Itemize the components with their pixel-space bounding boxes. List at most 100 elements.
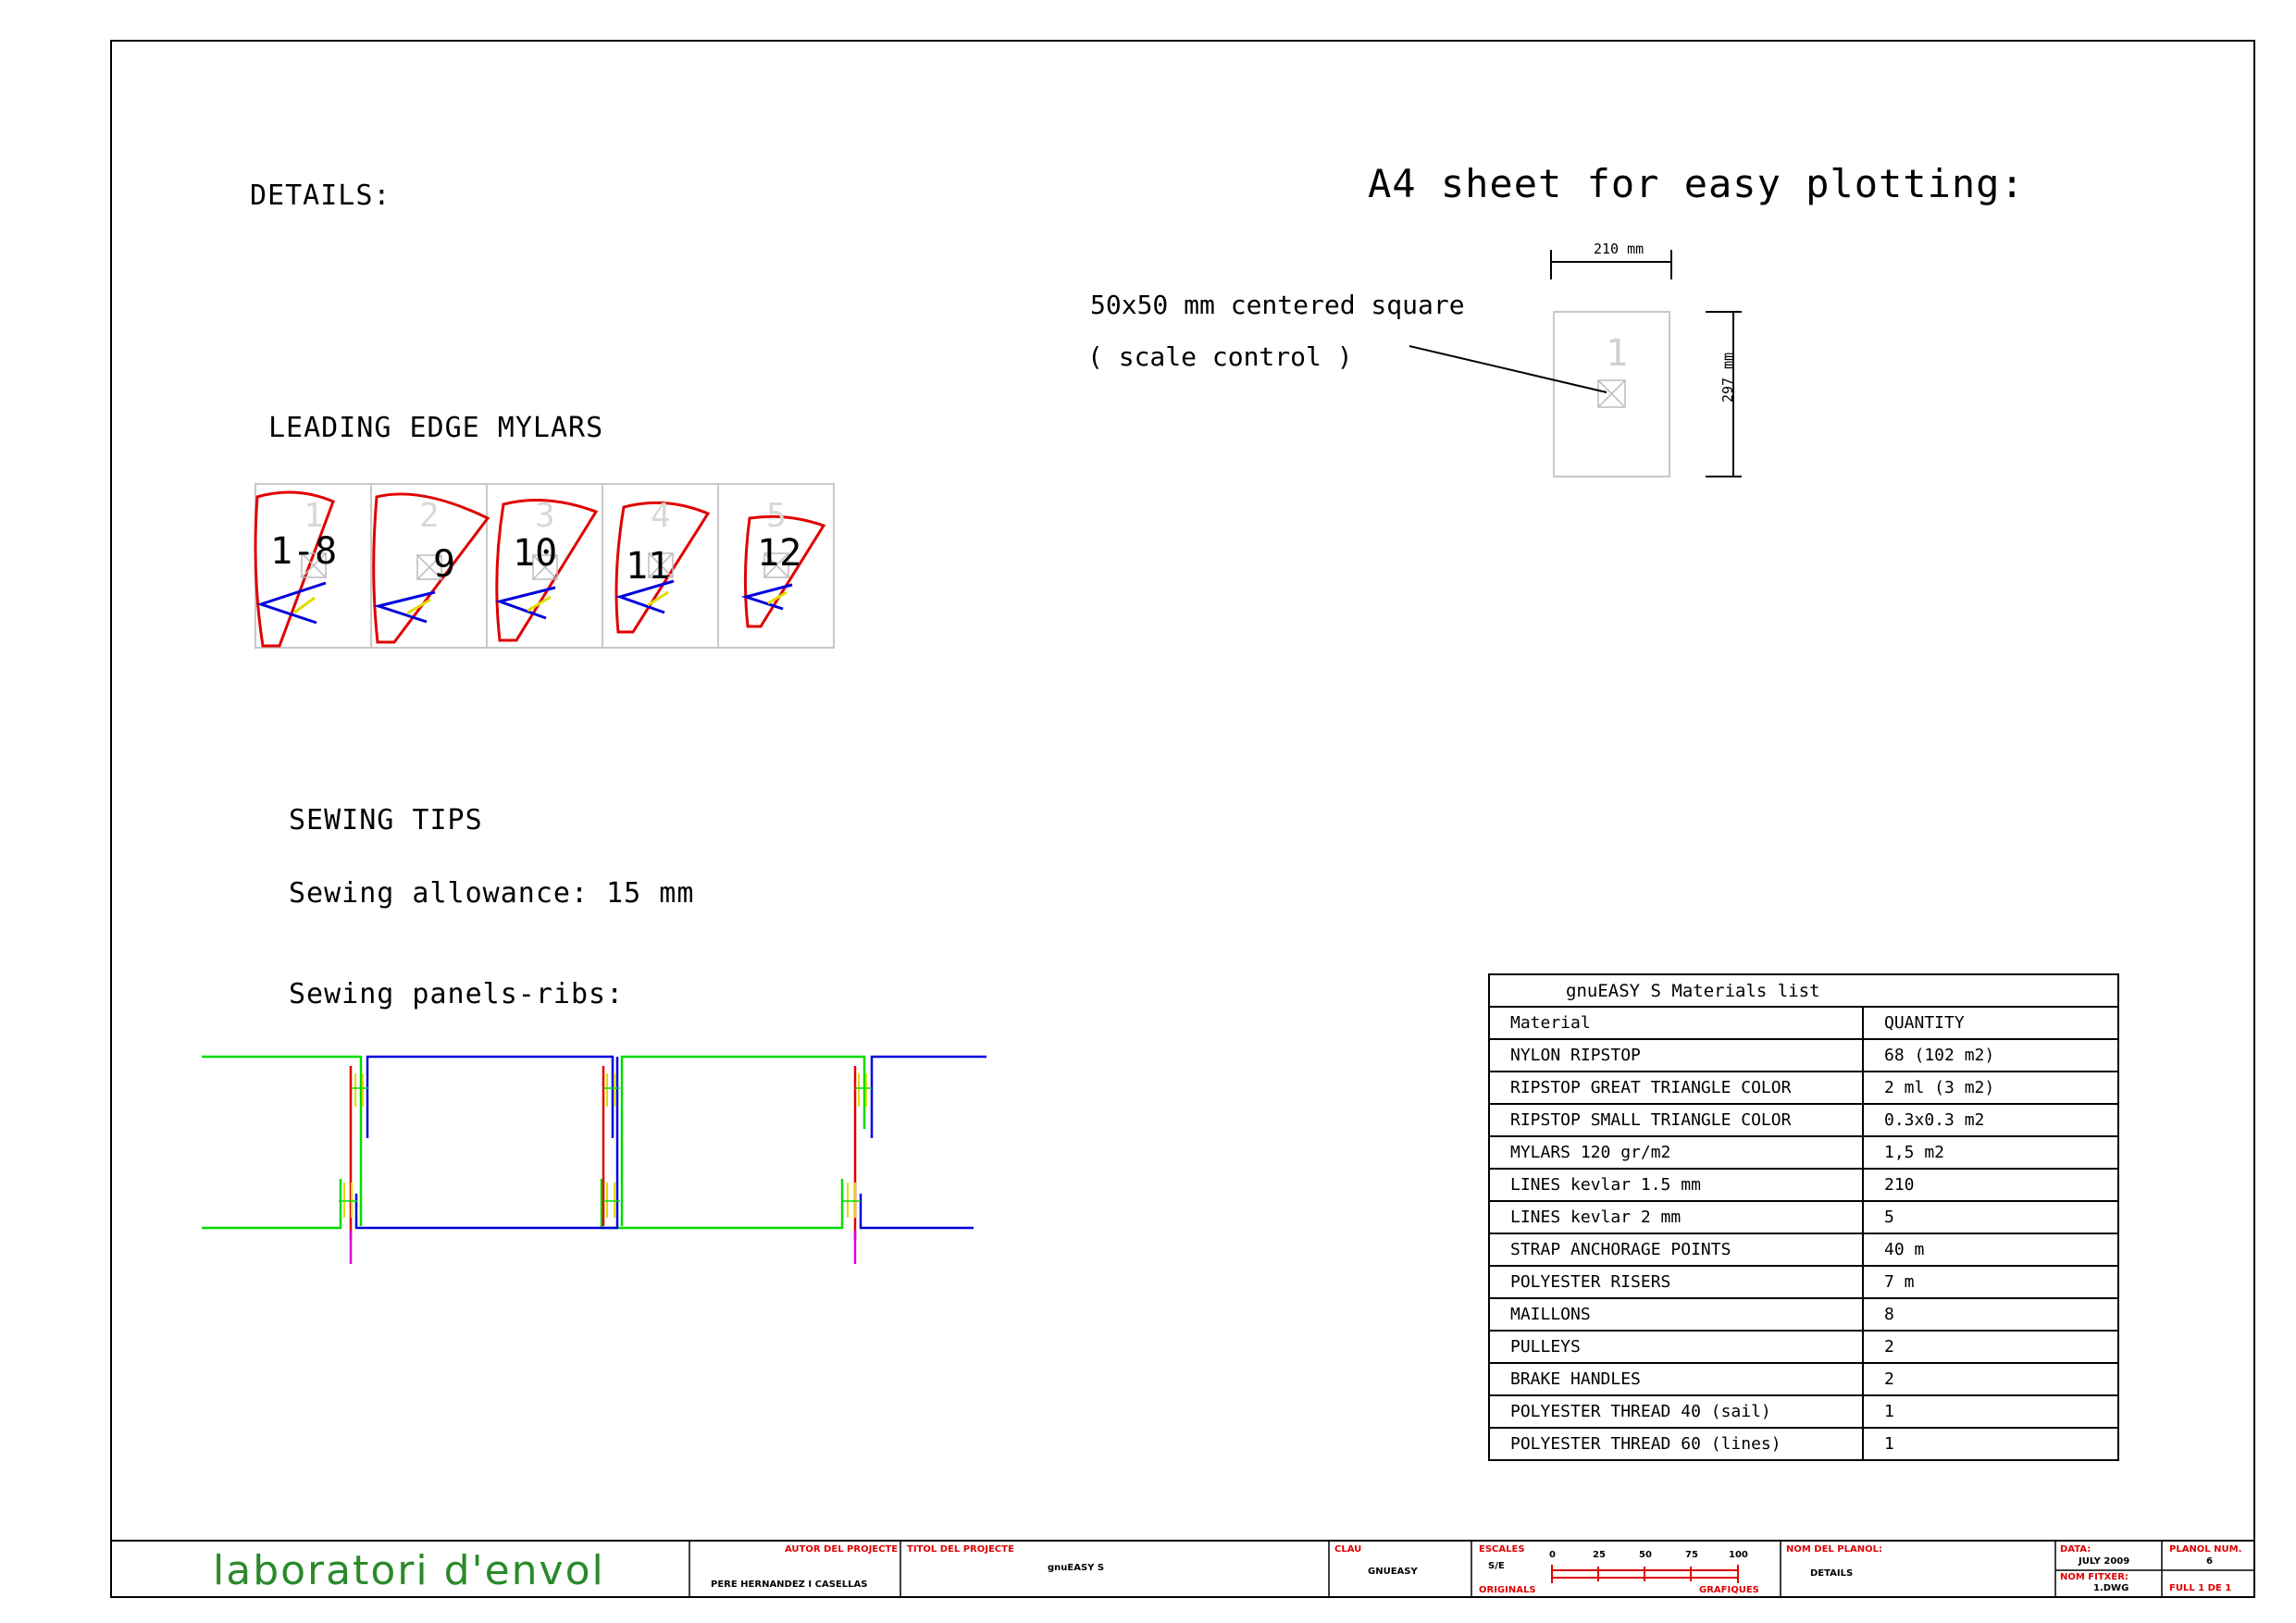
author-name: PERE HERNANDEZ I CASELLAS bbox=[711, 1580, 868, 1590]
a4-sheet-title: A4 sheet for easy plotting: bbox=[1368, 161, 2025, 206]
material-quantity: 1 bbox=[1862, 1394, 2119, 1429]
scale-tick-label: 75 bbox=[1685, 1550, 1698, 1560]
author-label: AUTOR DEL PROJECTE bbox=[785, 1544, 899, 1555]
mylar-rib-label: 10 bbox=[513, 532, 558, 575]
brand-logo-text: laboratori d'envol bbox=[213, 1547, 605, 1594]
graphics-label: GRAFIQUES bbox=[1699, 1585, 1759, 1595]
material-quantity: 0.3x0.3 m2 bbox=[1862, 1103, 2119, 1137]
a4-sheet-outline bbox=[1553, 311, 1670, 477]
crossed-square-icon bbox=[1597, 379, 1626, 408]
material-quantity: 7 m bbox=[1862, 1265, 2119, 1299]
date-label: DATA: bbox=[2060, 1544, 2091, 1555]
material-quantity: 8 bbox=[1862, 1297, 2119, 1332]
material-name: RIPSTOP SMALL TRIANGLE COLOR bbox=[1488, 1103, 1864, 1137]
scales-label: ESCALES bbox=[1479, 1544, 1525, 1555]
panel-blue bbox=[859, 1194, 974, 1230]
material-quantity: 5 bbox=[1862, 1200, 2119, 1234]
scale-tick-label: 0 bbox=[1549, 1550, 1556, 1560]
materials-list-title: gnuEASY S Materials list bbox=[1488, 973, 2119, 1008]
mylar-shape bbox=[372, 492, 490, 644]
material-name: MYLARS 120 gr/m2 bbox=[1488, 1135, 1864, 1170]
plan-number-label: PLANOL NUM. bbox=[2169, 1544, 2242, 1555]
mylar-shape bbox=[740, 514, 826, 628]
table-row: POLYESTER THREAD 60 (lines)1 bbox=[1488, 1427, 2119, 1461]
panel-blue bbox=[870, 1055, 987, 1138]
project-title-label: TITOL DEL PROJECTE bbox=[907, 1544, 1014, 1555]
material-name: POLYESTER RISERS bbox=[1488, 1265, 1864, 1299]
key-value: GNUEASY bbox=[1368, 1567, 1418, 1577]
a4-sheet-diagram bbox=[1409, 250, 1742, 477]
stitch-crossbars bbox=[339, 1087, 872, 1202]
scale-note-line2: ( scale control ) bbox=[1087, 341, 1353, 372]
material-quantity: 2 bbox=[1862, 1330, 2119, 1364]
date-value: JULY 2009 bbox=[2079, 1556, 2130, 1567]
a4-height-label: 297 mm bbox=[1719, 352, 1736, 403]
mylar-frame bbox=[717, 483, 835, 649]
sheet-border bbox=[110, 40, 2255, 1598]
material-name: LINES kevlar 1.5 mm bbox=[1488, 1168, 1864, 1202]
sewing-allowance-text: Sewing allowance: 15 mm bbox=[289, 877, 695, 910]
column-header-quantity: QUANTITY bbox=[1862, 1006, 2119, 1040]
plan-name-label: NOM DEL PLANOL: bbox=[1786, 1544, 1882, 1555]
sewing-panels-heading: Sewing panels-ribs: bbox=[289, 978, 625, 1010]
a4-page-number: 1 bbox=[1606, 332, 1629, 375]
scale-note-line1: 50x50 mm centered square bbox=[1090, 290, 1465, 320]
panel-green bbox=[620, 1055, 866, 1226]
panel-blue bbox=[354, 1057, 619, 1230]
material-name: LINES kevlar 2 mm bbox=[1488, 1200, 1864, 1234]
scale-tick-label: 25 bbox=[1593, 1550, 1606, 1560]
material-name: NYLON RIPSTOP bbox=[1488, 1038, 1864, 1072]
leader-line bbox=[1409, 345, 1607, 393]
column-header-material: Material bbox=[1488, 1006, 1864, 1040]
material-quantity: 2 ml (3 m2) bbox=[1862, 1071, 2119, 1105]
mylar-rib-label: 11 bbox=[626, 545, 671, 588]
mylar-shape bbox=[614, 501, 711, 634]
material-quantity: 1,5 m2 bbox=[1862, 1135, 2119, 1170]
panel-green bbox=[202, 1055, 363, 1226]
material-name: BRAKE HANDLES bbox=[1488, 1362, 1864, 1396]
mylar-page-number: 4 bbox=[651, 497, 671, 535]
mylar-rib-label: 1-8 bbox=[270, 530, 338, 573]
material-quantity: 2 bbox=[1862, 1362, 2119, 1396]
file-name-label: NOM FITXER: bbox=[2060, 1572, 2128, 1582]
material-name: POLYESTER THREAD 60 (lines) bbox=[1488, 1427, 1864, 1461]
material-name: MAILLONS bbox=[1488, 1297, 1864, 1332]
panel-green bbox=[202, 1179, 342, 1230]
panel-green bbox=[600, 1179, 844, 1230]
originals-label: ORIGINALS bbox=[1479, 1585, 1536, 1595]
material-quantity: 40 m bbox=[1862, 1233, 2119, 1267]
table-title-row: gnuEASY S Materials list bbox=[1488, 973, 2119, 1008]
material-quantity: 210 bbox=[1862, 1168, 2119, 1202]
leading-edge-heading: LEADING EDGE MYLARS bbox=[268, 412, 604, 444]
mylar-page-number: 1 bbox=[304, 497, 324, 535]
mylar-page-number: 5 bbox=[766, 497, 787, 535]
mylar-page-number: 2 bbox=[419, 497, 440, 535]
material-name: STRAP ANCHORAGE POINTS bbox=[1488, 1233, 1864, 1267]
sewing-tips-heading: SEWING TIPS bbox=[289, 804, 483, 836]
file-name: 1.DWG bbox=[2093, 1583, 2129, 1593]
panel-blue bbox=[366, 1055, 614, 1138]
mylar-shape bbox=[254, 490, 335, 648]
sewing-panels-ribs-diagram bbox=[202, 1055, 987, 1264]
material-quantity: 68 (102 m2) bbox=[1862, 1038, 2119, 1072]
scale-tick-label: 50 bbox=[1639, 1550, 1652, 1560]
material-name: POLYESTER THREAD 40 (sail) bbox=[1488, 1394, 1864, 1429]
plan-name: DETAILS bbox=[1810, 1568, 1854, 1579]
mylar-panels bbox=[254, 483, 835, 649]
project-title: gnuEASY S bbox=[1048, 1563, 1105, 1573]
key-label: CLAU bbox=[1334, 1544, 1362, 1555]
scale-value: S/E bbox=[1488, 1561, 1505, 1571]
scale-tick-label: 100 bbox=[1729, 1550, 1748, 1560]
mylar-rib-label: 12 bbox=[757, 532, 802, 575]
